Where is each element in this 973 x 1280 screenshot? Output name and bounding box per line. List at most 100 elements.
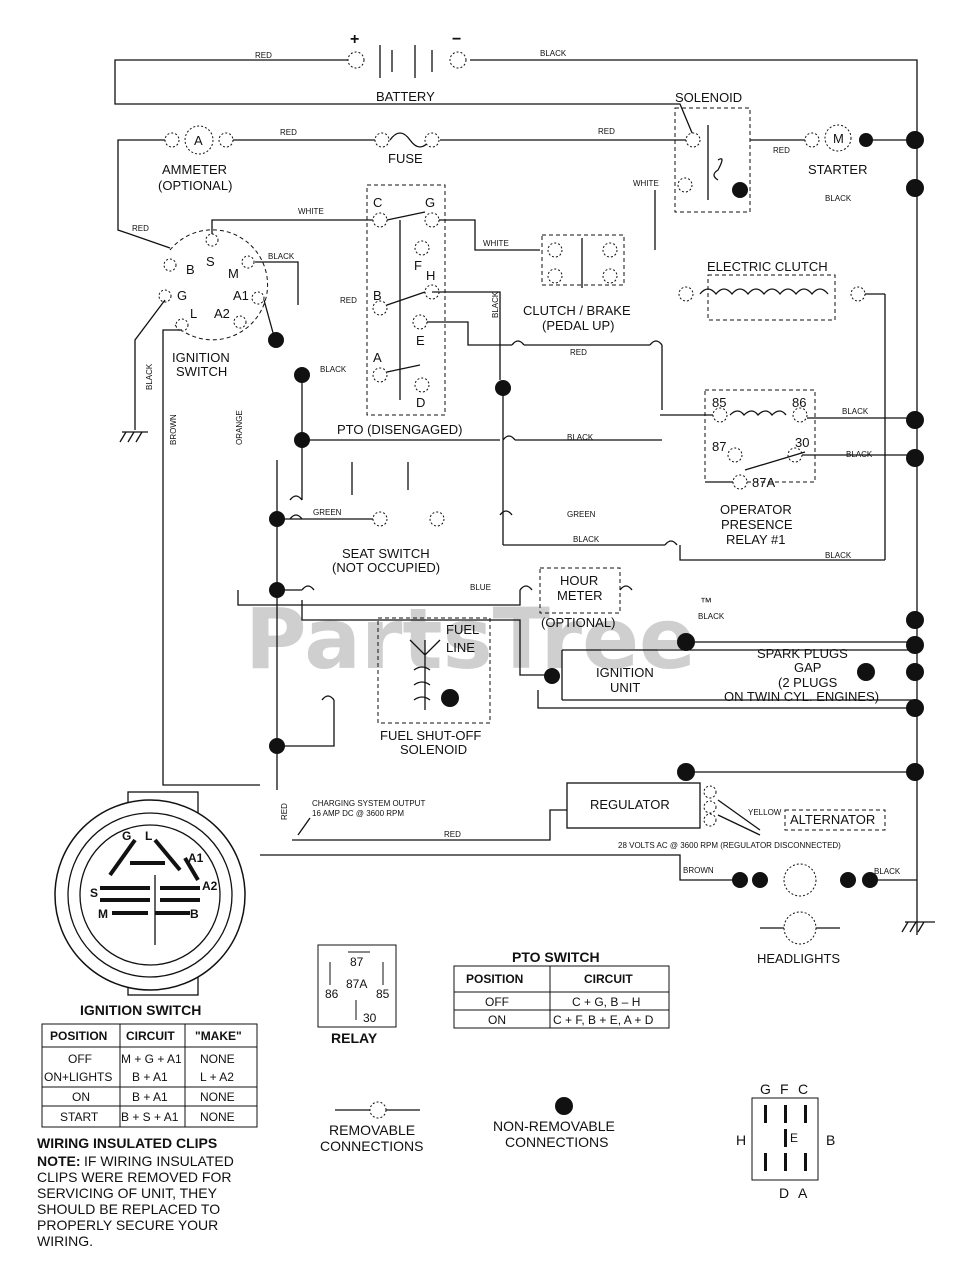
clutch-brake-label-2: (PEDAL UP) <box>542 318 614 333</box>
starter-label: STARTER <box>808 162 867 177</box>
removable-connection-icon <box>369 1101 387 1119</box>
ign-term-m: M <box>228 266 239 281</box>
wire-label-black-1: BLACK <box>540 49 567 58</box>
regulator-label: REGULATOR <box>590 797 670 812</box>
clips-line-2: SERVICING OF UNIT, THEY <box>37 1185 218 1201</box>
ign-term-s: S <box>206 254 215 269</box>
clutch-brake-box <box>541 234 625 286</box>
battery-minus: − <box>452 31 461 48</box>
ign-face-l: L <box>145 829 152 843</box>
regulator-box <box>566 782 701 829</box>
ammeter-optional: (OPTIONAL) <box>158 178 232 193</box>
ign-row-3-pos: START <box>60 1110 99 1124</box>
pto-term-b: B <box>373 288 382 303</box>
ignition-label-2: SWITCH <box>176 364 227 379</box>
charging-label-2: 16 AMP DC @ 3600 RPM <box>312 809 404 818</box>
pto-term-e: E <box>416 333 425 348</box>
clips-line-0: IF WIRING INSULATED <box>84 1153 234 1169</box>
wire-ign-white <box>211 219 380 234</box>
ign-table-title: IGNITION SWITCH <box>80 1002 201 1018</box>
legend-removable-2: CONNECTIONS <box>320 1138 423 1154</box>
solenoid-label: SOLENOID <box>675 90 742 105</box>
pto-face-d: D <box>779 1185 789 1201</box>
legend-nonremovable-2: CONNECTIONS <box>505 1134 608 1150</box>
ignition-unit-label-2: UNIT <box>610 680 640 695</box>
charging-label-1: CHARGING SYSTEM OUTPUT <box>312 799 425 808</box>
pto-label: PTO (DISENGAGED) <box>337 422 462 437</box>
wire-label-black-9: BLACK <box>573 535 600 544</box>
watermark: PartsTree <box>245 590 696 688</box>
hour-meter-label-1: HOUR <box>560 573 598 588</box>
wire-label-black-10: BLACK <box>698 612 725 621</box>
ammeter-label: AMMETER <box>162 162 227 177</box>
alternator-label: ALTERNATOR <box>790 812 875 827</box>
fuse-label: FUSE <box>388 151 423 166</box>
spark-label-3: (2 PLUGS <box>778 675 838 690</box>
relay-label-2: PRESENCE <box>721 517 793 532</box>
relay-legend-30: 30 <box>363 1011 377 1025</box>
clips-line-4: PROPERLY SECURE YOUR <box>37 1217 218 1233</box>
pto-term-f: F <box>414 258 422 273</box>
wire-label-red-6: RED <box>444 830 461 839</box>
pto-row-0-pos: OFF <box>485 995 509 1009</box>
ign-table-h-make: "MAKE" <box>195 1029 242 1043</box>
ign-face-g: G <box>122 829 131 843</box>
pto-face-f: F <box>780 1081 789 1097</box>
electric-clutch-label: ELECTRIC CLUTCH <box>707 259 828 274</box>
wire-label-black-8: BLACK <box>825 551 852 560</box>
hour-meter-box <box>539 567 621 614</box>
relay-box <box>704 389 816 483</box>
alternator-box <box>784 809 886 831</box>
relay-legend-87a: 87A <box>346 977 367 991</box>
relay-legend-label: RELAY <box>331 1030 378 1046</box>
electric-clutch-box <box>707 274 836 321</box>
solenoid-box <box>674 107 751 213</box>
wire-label-red-starter: RED <box>773 146 790 155</box>
pto-term-g: G <box>425 195 435 210</box>
ign-row-1-pos: ON+LIGHTS <box>44 1070 112 1084</box>
ign-term-l: L <box>190 306 197 321</box>
wire-battery-black <box>470 59 918 935</box>
wire-label-white-3: WHITE <box>483 239 509 248</box>
wire-label-black-11: BLACK <box>874 867 901 876</box>
ign-row-3-circ: B + S + A1 <box>121 1110 179 1124</box>
pto-table-h-pos: POSITION <box>466 972 523 986</box>
pto-face-e: E <box>790 1131 798 1145</box>
wire-label-white-1: WHITE <box>633 179 659 188</box>
wire-label-black-3: BLACK <box>145 363 154 390</box>
wire-label-green-1: GREEN <box>313 508 342 517</box>
starter-m: M <box>833 131 844 146</box>
clips-line-3: SHOULD BE REPLACED TO <box>37 1201 220 1217</box>
wire-label-black-2: BLACK <box>268 252 295 261</box>
ign-row-2-pos: ON <box>72 1090 90 1104</box>
ammeter-icon <box>184 125 214 155</box>
wire-label-brown: BROWN <box>169 414 178 445</box>
pto-table-grid <box>453 965 670 1029</box>
alternator-note: 28 VOLTS AC @ 3600 RPM (REGULATOR DISCON… <box>618 841 841 850</box>
clips-note-label: NOTE: <box>37 1153 81 1169</box>
fuel-line-label-2: LINE <box>446 640 475 655</box>
fuse-icon <box>389 132 431 148</box>
wire-label-black-6: BLACK <box>842 407 869 416</box>
ignition-switch-face-icon <box>54 791 246 996</box>
ign-term-b: B <box>186 262 195 277</box>
wire-label-white-2: WHITE <box>298 207 324 216</box>
fuel-solenoid-label-2: SOLENOID <box>400 742 467 757</box>
relay-term-85: 85 <box>712 395 726 410</box>
ground-left-icon <box>119 431 148 443</box>
ign-row-3-make: NONE <box>200 1110 235 1124</box>
wire-label-red-5: RED <box>570 348 587 357</box>
clips-line-5: WIRING. <box>37 1233 93 1249</box>
ignition-label-1: IGNITION <box>172 350 230 365</box>
spark-label-1: SPARK PLUGS <box>757 646 848 661</box>
ign-table-h-circ: CIRCUIT <box>126 1029 175 1043</box>
pto-term-c: C <box>373 195 382 210</box>
battery-label: BATTERY <box>376 89 435 104</box>
battery-icon <box>347 45 467 78</box>
wire-label-red-2: RED <box>280 128 297 137</box>
pto-switch-box <box>366 184 446 416</box>
hour-meter-label-2: METER <box>557 588 603 603</box>
wire-label-red-7: RED <box>280 803 289 820</box>
fuel-line-label-1: FUEL <box>446 622 479 637</box>
